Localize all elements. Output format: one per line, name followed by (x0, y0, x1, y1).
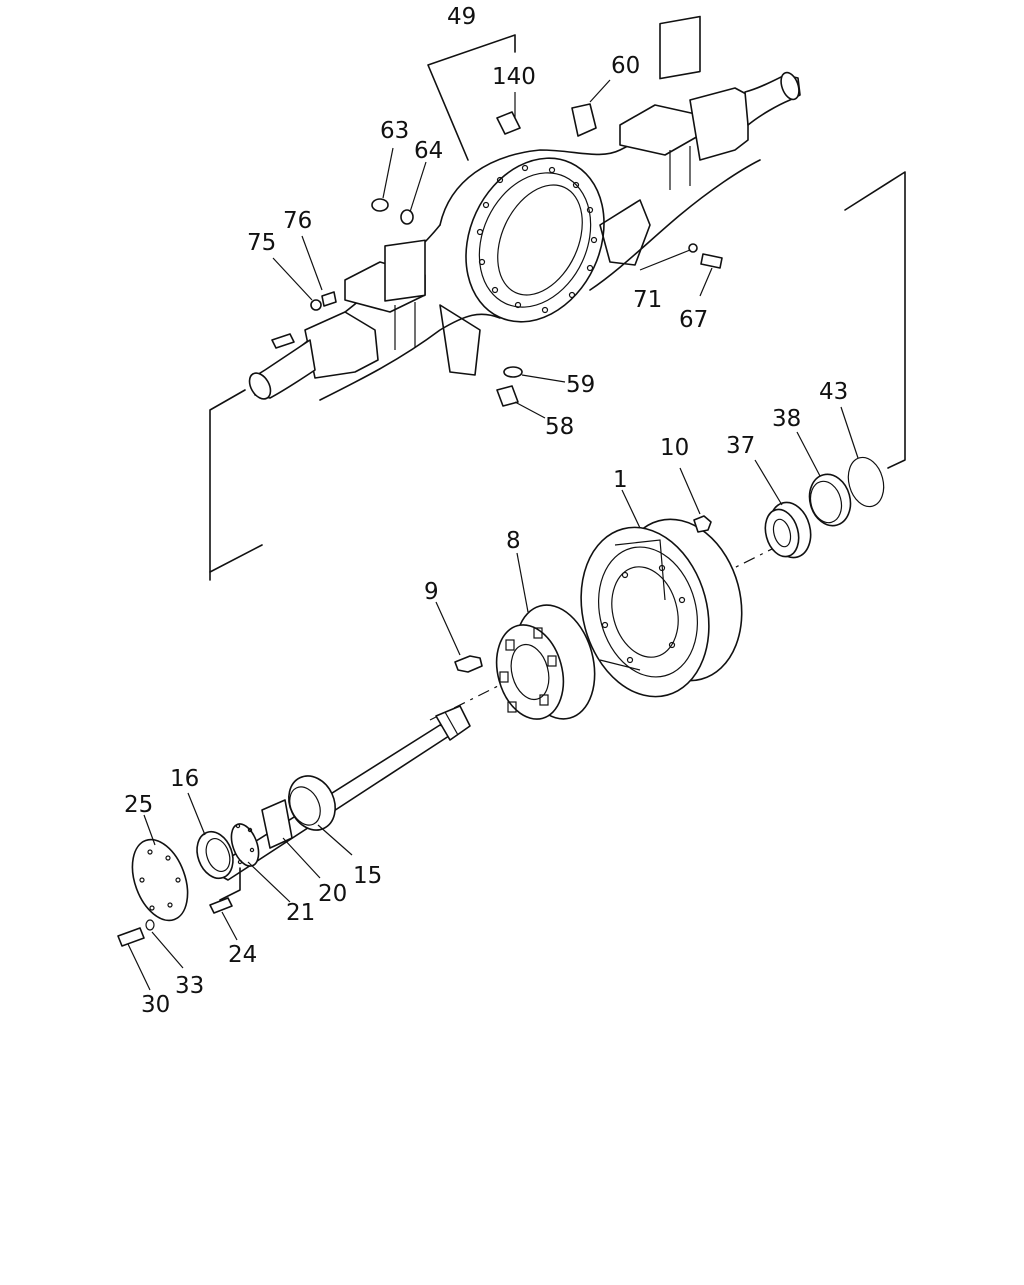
label-140: 140 (492, 64, 536, 90)
plug-63 (371, 198, 389, 212)
label-59: 59 (566, 372, 595, 398)
brake-drum (580, 518, 743, 698)
inner-bearing (288, 775, 336, 831)
hub-stud (454, 655, 483, 673)
label-20: 20 (318, 881, 347, 907)
label-16: 16 (170, 766, 199, 792)
bolt-30 (117, 927, 145, 947)
label-15: 15 (353, 863, 382, 889)
wheel-hub (495, 604, 596, 720)
label-30: 30 (141, 992, 170, 1018)
leader-lines (127, 79, 859, 991)
bolt-left (271, 333, 295, 349)
housing-fittings (271, 103, 723, 407)
label-71: 71 (633, 287, 662, 313)
label-58: 58 (545, 414, 574, 440)
label-76: 76 (283, 208, 312, 234)
shaft-seal (196, 830, 234, 880)
gasket-59 (503, 366, 523, 378)
label-9: 9 (424, 579, 439, 605)
axle-flange (131, 838, 189, 922)
label-49: 49 (447, 4, 476, 30)
outer-bearing (764, 501, 812, 559)
axle-housing (209, 15, 906, 581)
label-60: 60 (611, 53, 640, 79)
retainer-plate (219, 823, 260, 901)
washer-75 (310, 299, 322, 311)
label-38: 38 (772, 406, 801, 432)
oil-seal (808, 473, 852, 527)
breather-60 (571, 103, 597, 137)
label-67: 67 (679, 307, 708, 333)
label-8: 8 (506, 528, 521, 554)
drain-plug-58 (496, 385, 519, 407)
vent-plug-140 (496, 111, 521, 135)
part-labels: 49 140 60 63 64 76 75 71 67 59 58 10 37 … (124, 4, 848, 1018)
bolt-24 (209, 897, 233, 914)
label-64: 64 (414, 138, 443, 164)
bolt-67 (700, 253, 723, 269)
label-75: 75 (247, 230, 276, 256)
bearing-retainer (261, 799, 293, 849)
label-63: 63 (380, 118, 409, 144)
lock-washer-33 (145, 919, 155, 931)
label-10: 10 (660, 435, 689, 461)
washer-64 (400, 209, 414, 225)
nut-76 (321, 291, 337, 307)
label-25: 25 (124, 792, 153, 818)
label-1: 1 (613, 467, 628, 493)
label-21: 21 (286, 900, 315, 926)
label-33: 33 (175, 973, 204, 999)
hub-nut (693, 515, 712, 533)
label-43: 43 (819, 379, 848, 405)
snap-ring (847, 456, 885, 508)
label-37: 37 (726, 433, 755, 459)
label-24: 24 (228, 942, 257, 968)
washer-71 (688, 243, 698, 253)
